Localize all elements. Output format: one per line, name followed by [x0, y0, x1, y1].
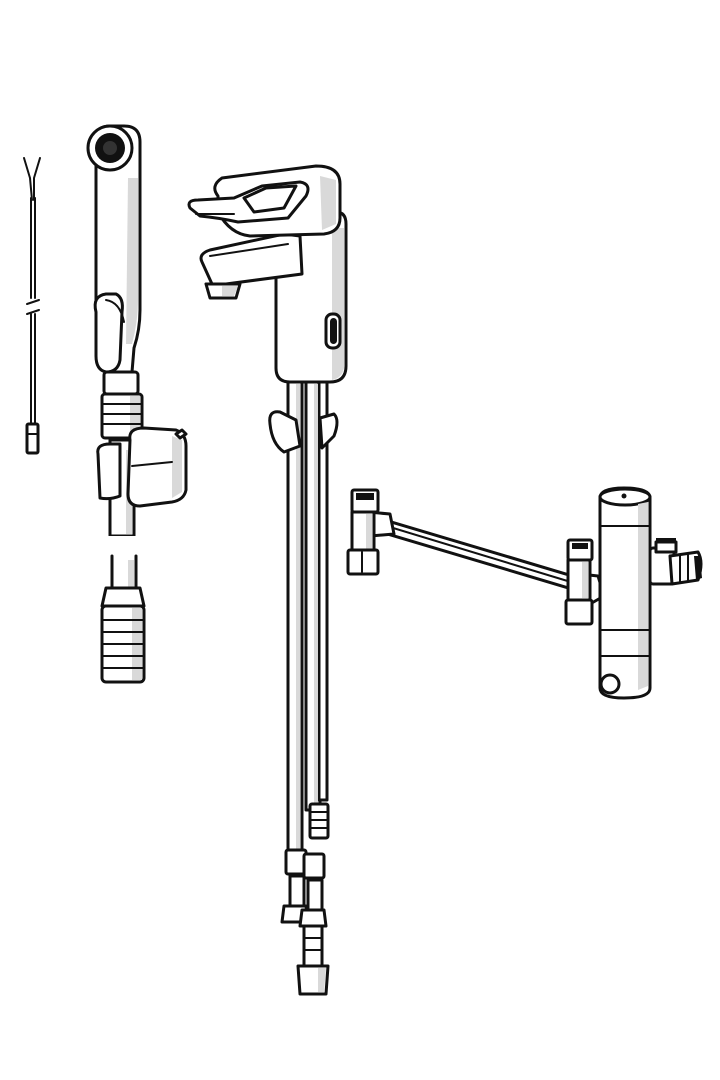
hand-shower-assembly: [86, 124, 188, 684]
faucet-top-cap: [187, 164, 342, 238]
trigger-button: [93, 292, 124, 374]
middle-shutoff-valve: [564, 538, 594, 626]
wall-holder: [96, 426, 188, 508]
flex-hoses: [268, 378, 339, 996]
thermostatic-valve-assembly: [346, 486, 703, 700]
check-valve-connector: [668, 550, 703, 586]
left-shutoff-valve: [346, 488, 380, 576]
cable-plug: [25, 422, 40, 455]
hose-lower-end: [100, 554, 146, 684]
mixing-valve-body: [598, 486, 703, 700]
faucet-spout: [199, 232, 304, 300]
sensor-faucet-assembly: [187, 164, 348, 996]
sensor-cable: [23, 157, 41, 455]
